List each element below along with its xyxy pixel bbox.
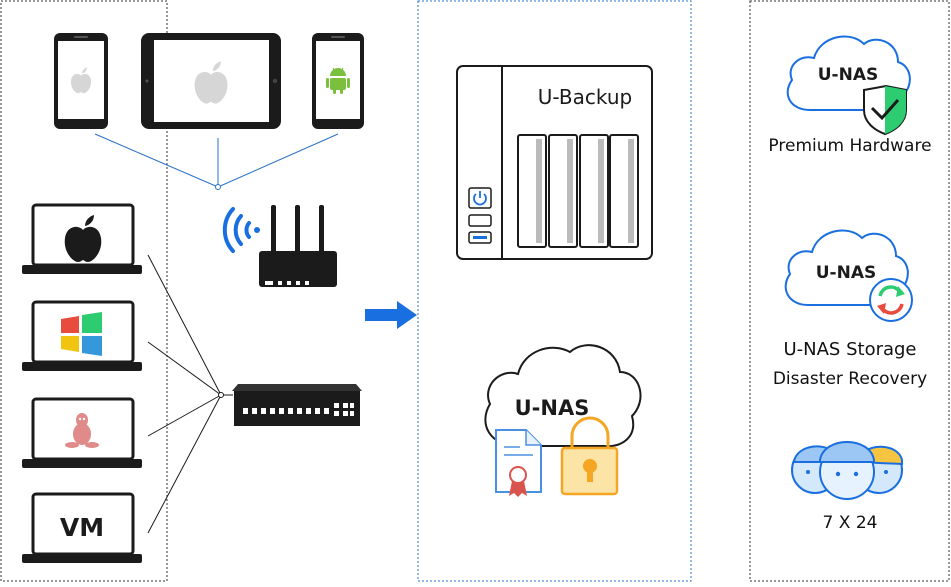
- laptop-link-node: [218, 392, 224, 398]
- wifi-icon: [222, 207, 260, 253]
- feature-premium-hardware: U-NAS: [786, 35, 911, 136]
- sync-icon: [869, 278, 913, 322]
- nas-label: U-Backup: [538, 85, 632, 109]
- feature-cloud-label: U-NAS: [816, 263, 877, 283]
- vm-laptop: VM: [22, 492, 142, 563]
- feature-caption: 7 X 24: [822, 513, 878, 533]
- nas-section-box: [417, 0, 692, 582]
- android-phone: [312, 33, 364, 129]
- mobile-links: [94, 133, 339, 188]
- support-team-icon: [791, 441, 903, 500]
- nas-device: U-Backup: [456, 65, 653, 260]
- cloud-label: U-NAS: [515, 396, 590, 420]
- apple-icon: [194, 61, 228, 104]
- apple-icon: [70, 67, 92, 94]
- tux-icon: [65, 413, 99, 448]
- android-icon: [326, 67, 350, 94]
- power-icon: [473, 191, 487, 206]
- feature-caption: Premium Hardware: [768, 136, 932, 156]
- linux-laptop: [22, 397, 142, 468]
- lock-icon: [560, 416, 619, 496]
- apple-icon: [64, 215, 102, 262]
- laptop-links: [147, 254, 233, 534]
- network-switch: [232, 384, 362, 426]
- feature-caption: U-NAS Storage: [783, 339, 917, 360]
- vm-label: VM: [60, 513, 104, 542]
- feature-cloud-label: U-NAS: [818, 65, 879, 85]
- feature-disaster-recovery: U-NAS: [784, 229, 913, 322]
- mobile-link-node: [215, 184, 221, 190]
- windows-laptop: [22, 300, 142, 371]
- ipad: [141, 33, 281, 129]
- arrow-right-icon: [365, 301, 417, 329]
- iphone: [54, 33, 108, 129]
- certificate-icon: [495, 429, 542, 497]
- features-section-box: [749, 0, 950, 582]
- mac-laptop: [22, 203, 142, 274]
- feature-caption: Disaster Recovery: [772, 369, 928, 389]
- drive-bays: [517, 134, 639, 248]
- wifi-router: [259, 205, 337, 287]
- windows-icon: [61, 312, 102, 356]
- shield-check-icon: [863, 84, 907, 136]
